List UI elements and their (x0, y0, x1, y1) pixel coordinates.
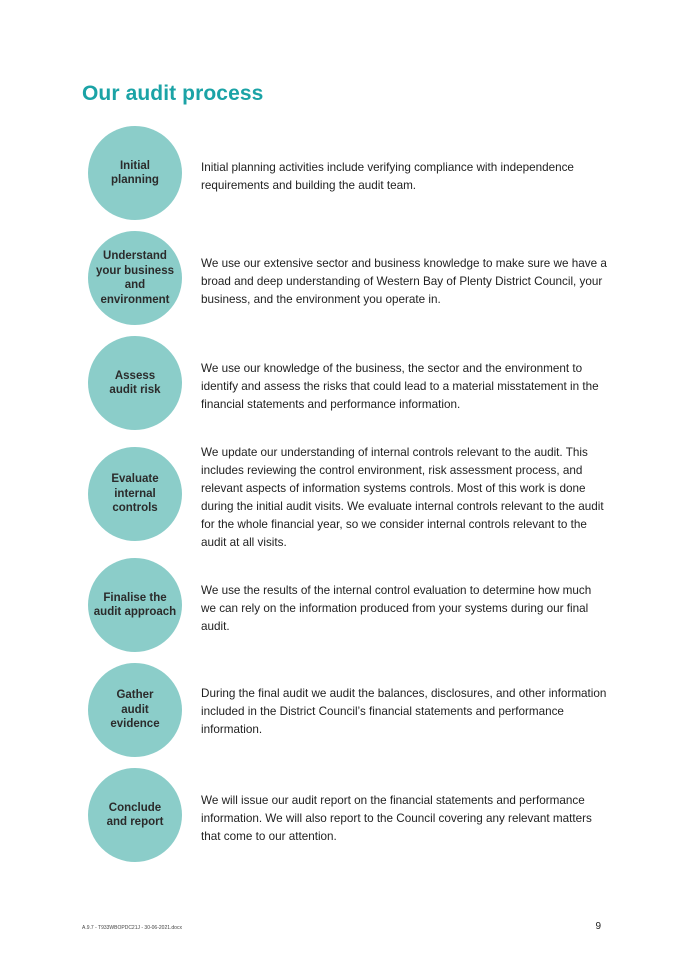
step-circle: Conclude and report (88, 768, 182, 862)
step-label: Assess audit risk (109, 369, 161, 397)
step-label: Finalise the audit approach (93, 591, 177, 619)
step-label: Conclude and report (106, 801, 164, 829)
step-circle: Assess audit risk (88, 336, 182, 430)
step-description: We will issue our audit report on the fi… (201, 794, 592, 843)
step-circle: Understand your business and environment (88, 231, 182, 325)
step-description: We update our understanding of internal … (201, 446, 604, 549)
step-circle: Initial planning (88, 126, 182, 220)
page-number: 9 (595, 921, 601, 932)
step-label: Gather audit evidence (110, 689, 160, 731)
page-title: Our audit process (82, 82, 264, 105)
step-description: We use our extensive sector and business… (201, 257, 607, 306)
step-description: We use our knowledge of the business, th… (201, 362, 599, 411)
step-circle: Finalise the audit approach (88, 558, 182, 652)
step-description: We use the results of the internal contr… (201, 584, 592, 633)
step-label: Initial planning (111, 159, 159, 187)
step-label: Understand your business and environment (96, 250, 174, 306)
step-circle: Gather audit evidence (88, 663, 182, 757)
step-description: During the final audit we audit the bala… (201, 687, 607, 736)
step-label: Evaluate internal controls (111, 473, 159, 515)
step-description: Initial planning activities include veri… (201, 161, 574, 192)
step-circle: Evaluate internal controls (88, 447, 182, 541)
document-reference: A.9.7 - T933WBOPDC21J - 30-06-2021.docx (82, 925, 182, 931)
